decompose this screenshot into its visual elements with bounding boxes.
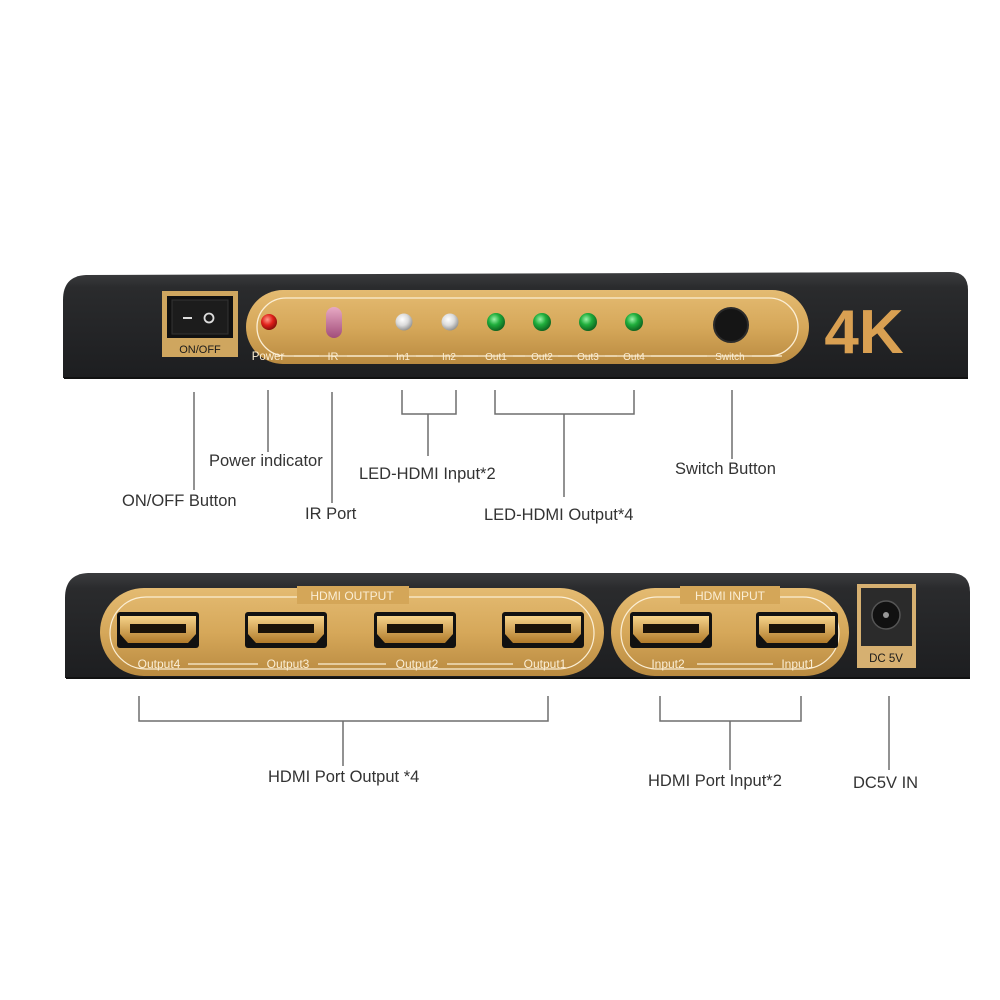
in2-label: In2 bbox=[442, 352, 456, 363]
out3-label: Out3 bbox=[577, 352, 599, 363]
onoff-mark-off bbox=[203, 312, 215, 324]
in2-led bbox=[441, 313, 459, 331]
input1-label: Input1 bbox=[781, 657, 815, 671]
input-title-bg bbox=[680, 586, 780, 604]
hdmi-input-title: HDMI INPUT bbox=[695, 589, 766, 603]
in1-led bbox=[395, 313, 413, 331]
onoff-rocker-face[interactable] bbox=[171, 299, 229, 335]
out1-label: Out1 bbox=[485, 352, 507, 363]
led-input-bracket bbox=[401, 390, 457, 415]
front-leader-lines bbox=[193, 390, 733, 503]
ir-label: IR bbox=[328, 351, 339, 363]
front-panel: ON/OFF Power IR In1 bbox=[63, 272, 968, 379]
switch-button[interactable] bbox=[713, 307, 749, 343]
hdmi-port-output4[interactable] bbox=[117, 612, 199, 648]
hdmi-port-input2[interactable] bbox=[630, 612, 712, 648]
in1-label: In1 bbox=[396, 352, 410, 363]
callout-power-indicator: Power indicator bbox=[209, 452, 323, 470]
front-plate-border bbox=[256, 297, 799, 357]
hdmi-port-output3[interactable] bbox=[245, 612, 327, 648]
output3-label: Output3 bbox=[267, 657, 310, 671]
input2-label: Input2 bbox=[651, 657, 685, 671]
callout-hdmi-output: HDMI Port Output *4 bbox=[268, 768, 420, 786]
onoff-label: ON/OFF bbox=[179, 344, 221, 356]
callout-onoff-button: ON/OFF Button bbox=[122, 492, 237, 510]
output2-label: Output2 bbox=[396, 657, 439, 671]
callout-led-output: LED-HDMI Output*4 bbox=[484, 506, 634, 524]
hdmi-port-output1[interactable] bbox=[502, 612, 584, 648]
rear-leader-lines bbox=[138, 696, 890, 770]
hdmi-output-bracket bbox=[138, 696, 549, 722]
ir-sensor bbox=[326, 307, 342, 338]
4k-badge: 4K bbox=[824, 298, 903, 367]
callout-hdmi-input: HDMI Port Input*2 bbox=[648, 772, 782, 790]
output-gold-plate bbox=[100, 588, 604, 676]
power-label: Power bbox=[252, 351, 285, 363]
dc-jack-pin bbox=[883, 612, 889, 618]
out2-led bbox=[533, 313, 551, 331]
power-led bbox=[261, 314, 277, 330]
hdmi-port-output2[interactable] bbox=[374, 612, 456, 648]
output-title-bg bbox=[297, 586, 409, 604]
output1-label: Output1 bbox=[524, 657, 567, 671]
out4-label: Out4 bbox=[623, 352, 645, 363]
switch-label: Switch bbox=[715, 352, 744, 363]
out4-led bbox=[625, 313, 643, 331]
out1-led bbox=[487, 313, 505, 331]
dc-label: DC 5V bbox=[869, 653, 903, 665]
out2-label: Out2 bbox=[531, 352, 553, 363]
callout-dc-in: DC5V IN bbox=[853, 774, 919, 792]
hdmi-input-bracket bbox=[659, 696, 802, 722]
led-output-bracket bbox=[494, 390, 635, 415]
output4-label: Output4 bbox=[138, 657, 181, 671]
rear-panel: HDMI OUTPUT HDMI INPUT bbox=[65, 573, 970, 679]
callout-led-input: LED-HDMI Input*2 bbox=[359, 465, 496, 483]
input-gold-plate bbox=[611, 588, 849, 676]
hdmi-output-title: HDMI OUTPUT bbox=[310, 589, 394, 603]
out3-led bbox=[579, 313, 597, 331]
callout-switch-button: Switch Button bbox=[675, 460, 776, 478]
hdmi-port-input1[interactable] bbox=[756, 612, 838, 648]
front-gold-plate bbox=[246, 290, 809, 364]
callout-ir-port: IR Port bbox=[305, 505, 357, 523]
